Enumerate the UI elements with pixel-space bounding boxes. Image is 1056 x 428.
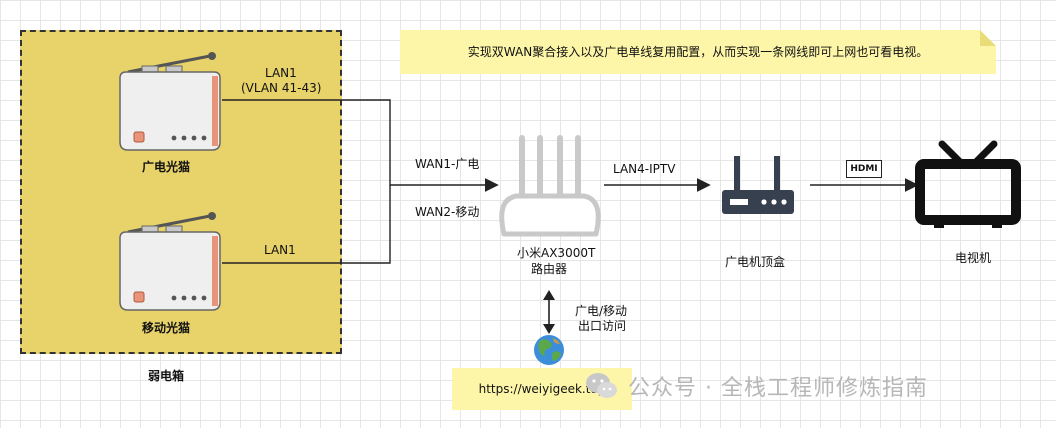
settop-box-icon: [722, 156, 794, 214]
tv-icon: [915, 140, 1021, 228]
modem1-label: 广电光猫: [142, 160, 191, 174]
router-subtitle: 路由器: [531, 262, 568, 276]
modem2-icon: [119, 212, 221, 311]
modem2-label: 移动光猫: [142, 321, 191, 335]
internet-label-1: 广电/移动: [575, 304, 628, 318]
note-box: [400, 30, 996, 74]
modem1-icon: [119, 52, 221, 151]
modem1-link-label: LAN1: [265, 66, 297, 80]
watermark: 公众号 · 全栈工程师修炼指南: [584, 366, 928, 406]
modem2-link-label: LAN1: [264, 243, 296, 257]
settop-link-label: LAN4-IPTV: [613, 162, 676, 176]
wechat-icon: [586, 373, 617, 398]
note-text: 实现双WAN聚合接入以及广电单线复用配置，从而实现一条网线即可上网也可看电视。: [467, 45, 929, 59]
watermark-text: 公众号 · 全栈工程师修炼指南: [628, 376, 928, 401]
router-icon: [499, 135, 601, 237]
modem1-vlan-label: (VLAN 41-43): [241, 81, 322, 95]
router-wan1-label: WAN1-广电: [415, 157, 480, 171]
url-text: https://weiyigeek.top: [478, 382, 606, 396]
router-wan2-label: WAN2-移动: [415, 205, 480, 219]
router-internet-line: [543, 290, 555, 334]
hdmi-badge: HDMI: [846, 160, 882, 178]
router-name: 小米AX3000T: [517, 246, 596, 260]
settop-label: 广电机顶盒: [725, 255, 786, 269]
modem1-to-router-line: [222, 99, 499, 192]
internet-label-2: 出口访问: [578, 319, 627, 333]
globe-icon: [534, 335, 564, 365]
modem2-to-router-line: [222, 185, 391, 264]
tv-label: 电视机: [955, 251, 992, 265]
weak-current-box-label: 弱电箱: [148, 369, 185, 383]
